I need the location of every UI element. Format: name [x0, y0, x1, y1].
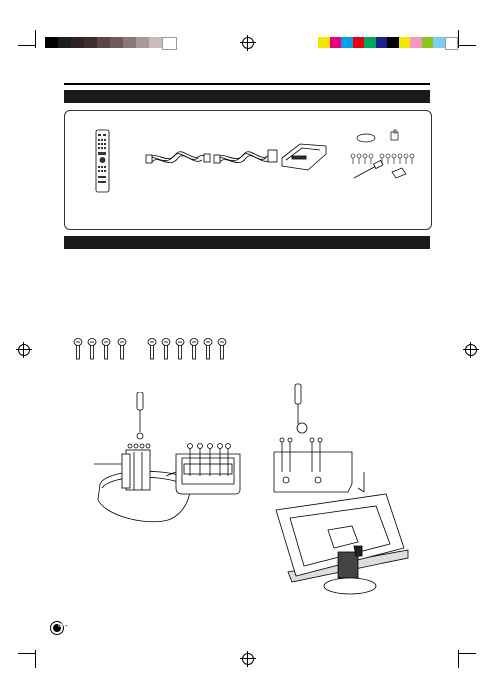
- stand-screw-icon: [161, 338, 171, 360]
- remote-control-image: [95, 129, 110, 193]
- screwdriver-image: [353, 159, 384, 179]
- instruction-card-image: [391, 167, 407, 179]
- stand-unit-image: [281, 143, 327, 171]
- screw-icon: [356, 153, 362, 164]
- crop-mark-top-left-v: [35, 30, 36, 48]
- color-swatch: [58, 37, 71, 48]
- color-swatch: [84, 37, 97, 48]
- crop-mark-top-left-h: [18, 45, 36, 46]
- crop-mark-bottom-left-h: [18, 653, 36, 654]
- crop-mark-bottom-left-v: [35, 650, 36, 668]
- stand-screw-icon: [117, 338, 127, 360]
- color-swatch: [421, 37, 433, 48]
- color-swatch: [398, 37, 410, 48]
- color-swatch: [433, 37, 445, 48]
- stand-screw-icon: [189, 338, 199, 360]
- stand-screw-icon: [175, 338, 185, 360]
- stand-screws-illustration: [73, 338, 227, 360]
- color-swatch: [123, 37, 136, 48]
- screw-icon: [403, 153, 409, 164]
- stand-screw-icon: [203, 338, 213, 360]
- stand-screw-icon: [217, 338, 227, 360]
- stand-screw-icon: [87, 338, 97, 360]
- color-swatch: [97, 37, 110, 48]
- color-swatch: [149, 37, 162, 48]
- language-badge-label: UK: [58, 623, 65, 629]
- color-swatch: [444, 37, 458, 50]
- registration-mark-bottom: [240, 651, 256, 667]
- screw-icon: [391, 153, 397, 164]
- crop-mark-bottom-right-v: [458, 650, 459, 668]
- stand-screw-icon: [147, 338, 157, 360]
- screw-icon: [385, 153, 391, 164]
- color-swatch: [410, 37, 422, 48]
- stand-screw-icon: [73, 338, 83, 360]
- color-swatch: [110, 37, 123, 48]
- color-swatch: [352, 37, 364, 48]
- screw-icon: [350, 153, 356, 164]
- color-swatch: [375, 37, 387, 48]
- registration-mark-top: [240, 35, 256, 51]
- page-number-dash: -: [65, 621, 68, 630]
- power-cord-uk-image: [213, 149, 278, 164]
- screw-icon: [362, 153, 368, 164]
- color-swatch: [71, 37, 84, 48]
- accessories-box: [64, 110, 432, 230]
- header-rule: [64, 83, 430, 85]
- section-header-bar-1: [64, 90, 430, 103]
- crop-mark-top-right-v: [458, 30, 459, 48]
- screw-icon: [409, 153, 415, 164]
- color-swatch: [45, 37, 58, 48]
- color-swatch: [364, 37, 376, 48]
- screw-icon: [397, 153, 403, 164]
- power-cord-image: [145, 151, 211, 164]
- color-swatch: [387, 37, 399, 48]
- stand-screw-icon: [101, 338, 111, 360]
- color-swatch: [136, 37, 149, 48]
- registration-mark-left: [16, 342, 32, 358]
- crop-mark-bottom-right-h: [458, 653, 476, 654]
- color-swatch: [162, 37, 177, 50]
- screws-image: [350, 153, 415, 164]
- color-swatch: [318, 37, 330, 48]
- crop-mark-top-right-h: [458, 45, 476, 46]
- language-badge-inner: [53, 624, 61, 632]
- screw-icon: [368, 153, 374, 164]
- registration-mark-right: [463, 342, 479, 358]
- section-header-bar-2: [64, 236, 430, 249]
- color-swatch: [341, 37, 353, 48]
- color-swatch: [329, 37, 341, 48]
- accessories-illustration: [95, 129, 415, 193]
- stand-assembly-illustration-right: [273, 383, 409, 595]
- cable-tie-and-cd-image: [356, 129, 399, 143]
- stand-assembly-illustration-left: [94, 392, 241, 523]
